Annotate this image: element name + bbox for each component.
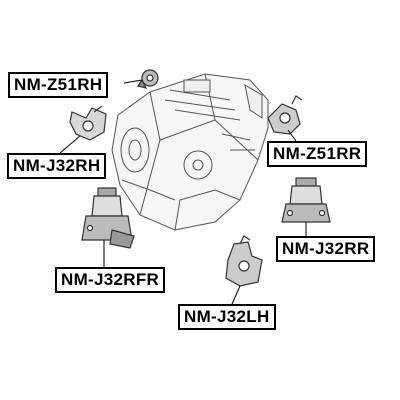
j32rfr-mount-illustration: [81, 187, 135, 249]
part-label-nm-j32rfr: NM-J32RFR: [55, 267, 166, 293]
engine-illustration: [111, 73, 269, 231]
j32rh-mount-illustration: [69, 105, 107, 141]
part-label-nm-j32rh: NM-J32RH: [7, 153, 107, 179]
part-label-nm-z51rr: NM-Z51RR: [267, 141, 368, 167]
j32lh-mount-illustration: [225, 235, 263, 287]
j32rr-mount-illustration: [281, 177, 331, 223]
z51rh-mount-illustration: [137, 69, 159, 89]
leader-lines: [59, 79, 307, 305]
part-label-nm-j32lh: NM-J32LH: [178, 304, 276, 330]
part-label-nm-j32rr: NM-J32RR: [276, 236, 376, 262]
z51rr-mount-illustration: [267, 95, 303, 135]
part-label-nm-z51rh: NM-Z51RH: [8, 72, 109, 98]
